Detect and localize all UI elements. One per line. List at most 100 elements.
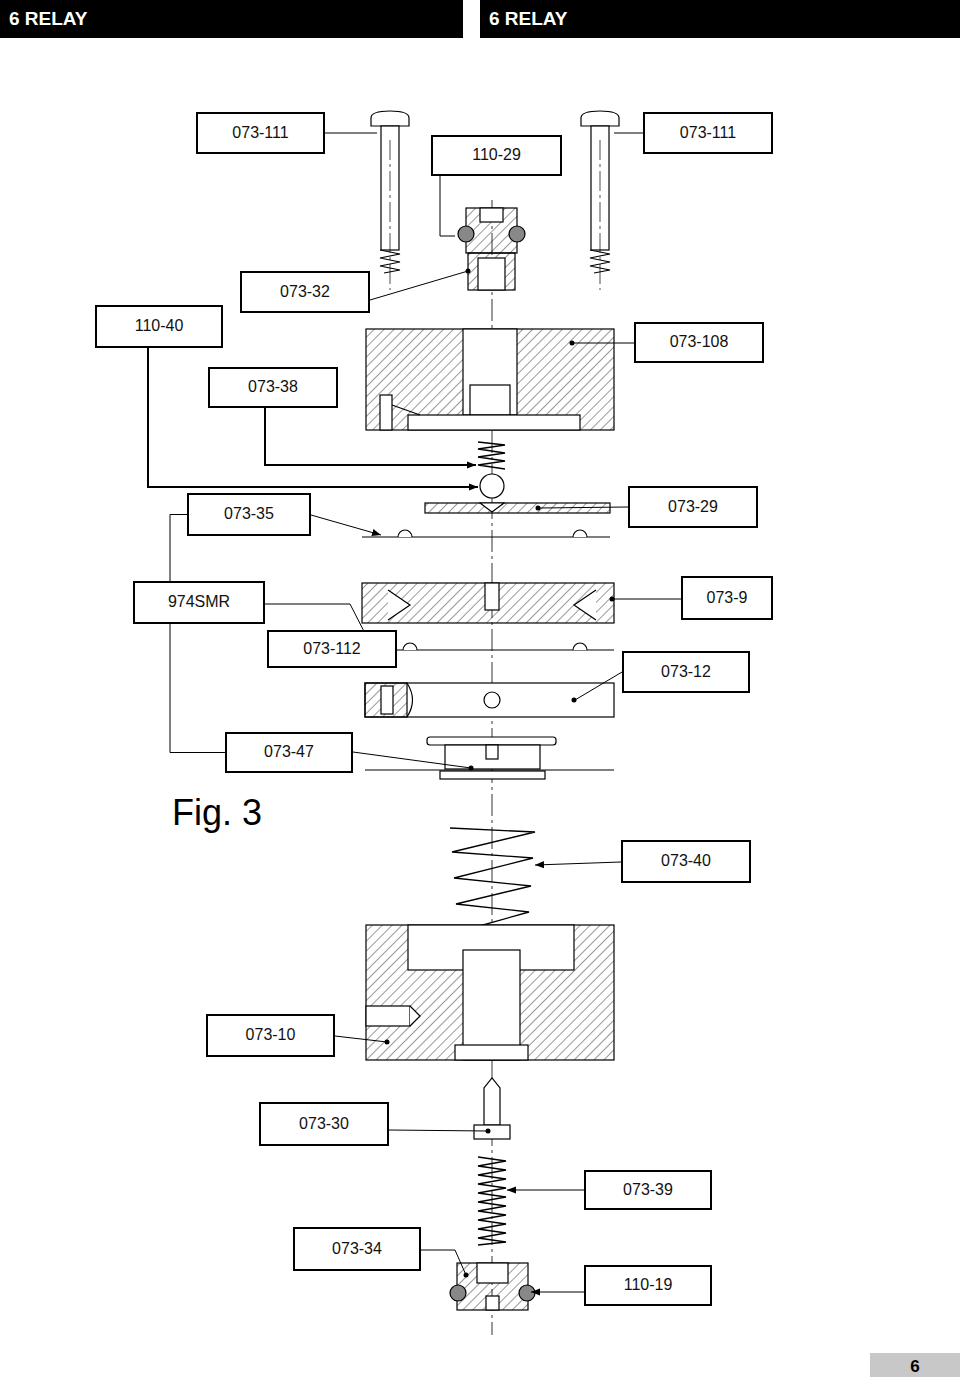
piston — [427, 737, 556, 745]
part-number-box: 073-32 — [240, 271, 370, 313]
valve-pin — [474, 1078, 510, 1139]
part-number: 073-12 — [661, 663, 711, 681]
cap — [477, 1263, 508, 1283]
upper-body — [470, 385, 510, 415]
figure-label: Fig. 3 — [172, 793, 262, 833]
section-title: 6 RELAY — [9, 8, 88, 30]
diaphragm — [403, 643, 417, 650]
diaphragm — [573, 530, 587, 537]
leader-dots — [385, 1040, 390, 1045]
leader-dots — [385, 269, 615, 1278]
piston — [486, 745, 498, 759]
plug — [509, 226, 525, 242]
header-band: 6 RELAY — [480, 0, 960, 38]
leader-dots — [570, 341, 575, 346]
valve-pin — [474, 1125, 510, 1139]
leader-lines — [573, 343, 634, 344]
leader-dots — [536, 506, 541, 511]
part-number: 073-30 — [299, 1115, 349, 1133]
lower-body — [366, 925, 614, 1060]
plug — [458, 226, 474, 242]
part-number-box: 073-38 — [208, 367, 338, 408]
ring — [365, 683, 614, 717]
leader-lines — [440, 176, 455, 236]
part-number-box: 974SMR — [133, 581, 265, 624]
lower-body — [410, 1006, 420, 1026]
screw — [390, 140, 391, 290]
part-number: 073-35 — [224, 505, 274, 523]
upper-body — [392, 405, 420, 415]
plug — [480, 208, 503, 222]
cap — [519, 1285, 535, 1301]
leader-lines — [265, 408, 476, 465]
ring — [365, 683, 407, 717]
screw — [371, 111, 409, 290]
spring — [478, 442, 505, 469]
lower-body — [463, 950, 520, 1060]
screw — [581, 111, 619, 290]
leader-lines — [507, 1190, 584, 1191]
leader-lines — [421, 1250, 466, 1275]
part-number: 073-32 — [280, 283, 330, 301]
part-number-box: 073-111 — [196, 112, 325, 154]
diaphragm — [398, 530, 412, 537]
part-number: 073-9 — [707, 589, 748, 607]
leader-lines — [148, 133, 681, 1292]
part-number-box: 073-40 — [621, 840, 751, 883]
plate — [362, 583, 614, 623]
plug — [458, 208, 525, 290]
cap — [450, 1263, 535, 1310]
screw — [581, 111, 619, 126]
page-number-box: 6 — [870, 1353, 960, 1377]
ball — [480, 474, 504, 498]
plate — [485, 583, 499, 610]
part-number: 073-10 — [246, 1026, 296, 1044]
cap — [457, 1263, 528, 1310]
ring — [484, 692, 500, 708]
part-number-box: 073-29 — [628, 486, 758, 528]
ring — [407, 683, 413, 717]
leader-dots — [464, 1273, 469, 1278]
piston — [445, 745, 540, 769]
part-number: 073-39 — [623, 1181, 673, 1199]
leader-dots — [469, 766, 474, 771]
part-number-box: 073-12 — [622, 651, 750, 693]
leader-lines — [535, 862, 621, 865]
part-number: 073-38 — [248, 378, 298, 396]
leader-lines — [353, 752, 471, 768]
part-number: 110-19 — [624, 1276, 673, 1294]
kit-bracket-line — [170, 624, 225, 753]
part-number-box: 073-108 — [634, 322, 764, 363]
leader-lines — [148, 348, 478, 487]
leader-dots — [486, 1129, 491, 1134]
part-number: 073-111 — [680, 124, 736, 142]
part-number-box: 073-39 — [584, 1170, 712, 1210]
page-number: 6 — [910, 1357, 919, 1377]
leader-dots — [610, 597, 615, 602]
diaphragm — [573, 643, 587, 650]
kit-bracket-line — [170, 515, 187, 582]
upper-body — [380, 395, 392, 430]
part-number-box: 110-29 — [431, 135, 562, 176]
part-number: 110-40 — [135, 317, 184, 335]
disc — [480, 503, 504, 512]
cap — [486, 1296, 499, 1310]
ring — [381, 686, 393, 714]
plug — [478, 258, 505, 290]
part-number-box: 110-40 — [95, 305, 223, 348]
part-number: 073-40 — [661, 852, 711, 870]
part-number: 110-29 — [472, 146, 521, 164]
lower-body — [366, 925, 614, 1060]
part-number-box: 073-9 — [681, 576, 773, 620]
leader-lines — [539, 507, 628, 508]
leader-lines — [531, 1292, 584, 1293]
leader-dots — [466, 269, 471, 274]
part-number: 073-112 — [303, 640, 361, 658]
valve-pin — [484, 1078, 500, 1125]
part-number: 073-108 — [670, 333, 729, 351]
diaphragm — [362, 530, 610, 537]
leader-lines — [311, 515, 381, 535]
